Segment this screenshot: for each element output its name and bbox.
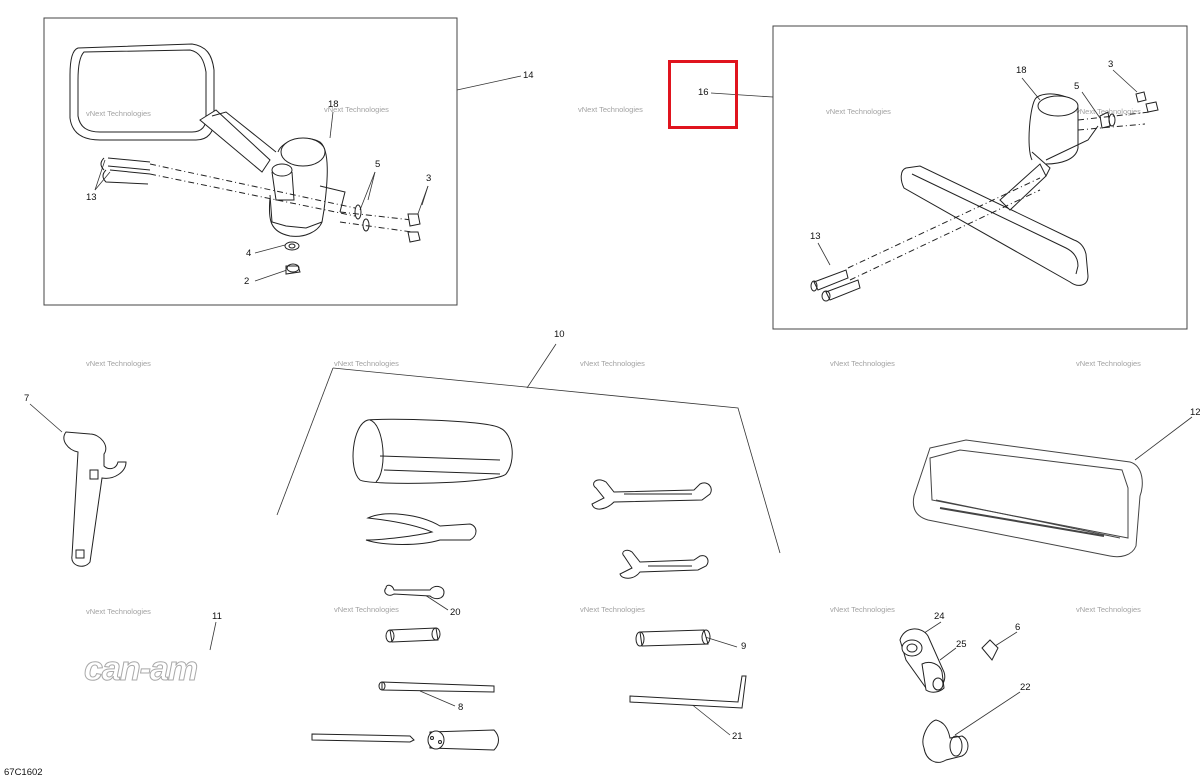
watermark: vNext Technologies <box>580 359 645 368</box>
watermark: vNext Technologies <box>826 107 891 116</box>
watermark: vNext Technologies <box>830 359 895 368</box>
callout-25: 25 <box>956 639 967 650</box>
storage-case <box>912 439 1143 558</box>
callout-24: 24 <box>934 611 945 622</box>
callout-13-rear: 13 <box>810 231 821 242</box>
callout-3: 3 <box>426 173 432 184</box>
callout-16: 16 <box>698 87 709 98</box>
callout-18-rear: 18 <box>1016 65 1027 76</box>
highlight-box <box>668 60 738 129</box>
watermark: vNext Technologies <box>324 105 389 114</box>
callout-5-rear: 5 <box>1074 81 1080 92</box>
rear-mirror-assembly <box>810 91 1159 302</box>
callout-9: 9 <box>741 641 747 652</box>
watermark: vNext Technologies <box>1076 605 1141 614</box>
side-mirror-assembly <box>69 43 421 275</box>
tool-kit-items <box>311 418 747 751</box>
callout-5: 5 <box>375 159 381 170</box>
callout-14: 14 <box>523 70 534 81</box>
watermark: vNext Technologies <box>334 605 399 614</box>
hook-wrench <box>63 431 127 567</box>
diagram-code: 67C1602 <box>4 767 43 778</box>
callout-22: 22 <box>1020 682 1031 693</box>
callout-3-rear: 3 <box>1108 59 1114 70</box>
callout-6: 6 <box>1015 622 1021 633</box>
callout-20: 20 <box>450 607 461 618</box>
watermark: vNext Technologies <box>580 605 645 614</box>
watermark: vNext Technologies <box>1076 359 1141 368</box>
watermark: vNext Technologies <box>334 359 399 368</box>
callout-2: 2 <box>244 276 250 287</box>
callout-10: 10 <box>554 329 565 340</box>
callout-8: 8 <box>458 702 464 713</box>
watermark: vNext Technologies <box>578 105 643 114</box>
callout-7: 7 <box>24 393 30 404</box>
watermark: vNext Technologies <box>86 359 151 368</box>
leader-lines <box>29 69 1193 736</box>
watermark: vNext Technologies <box>86 109 151 118</box>
callout-11: 11 <box>212 611 222 622</box>
watermark: vNext Technologies <box>1076 107 1141 116</box>
callout-12: 12 <box>1190 407 1200 418</box>
watermark: vNext Technologies <box>830 605 895 614</box>
callout-18: 18 <box>328 99 339 110</box>
can-am-logo: can-am <box>83 650 198 689</box>
callout-21: 21 <box>732 731 743 742</box>
mirror-rear-frame <box>772 25 1188 330</box>
callout-4: 4 <box>246 248 252 259</box>
electrical-connectors <box>899 628 999 763</box>
callout-13: 13 <box>86 192 97 203</box>
watermark: vNext Technologies <box>86 607 151 616</box>
mirror-side-frame <box>43 17 458 306</box>
